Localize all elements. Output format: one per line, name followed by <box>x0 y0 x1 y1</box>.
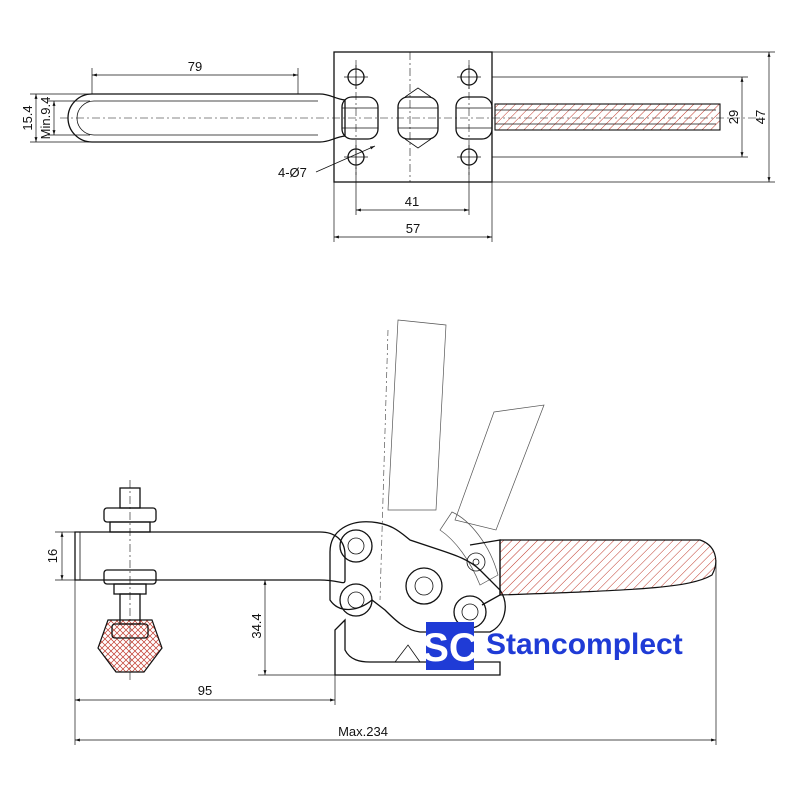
dim-reach: 95 <box>198 683 212 698</box>
dim-height: 34.4 <box>249 613 264 638</box>
brand-watermark: SC Stancomplect <box>422 622 683 670</box>
top-handle-outline <box>67 93 346 143</box>
dim-handle-length: 79 <box>188 59 202 74</box>
dim-holes: 4-Ø7 <box>278 165 307 180</box>
top-mounting-holes <box>344 65 481 169</box>
pivot-pins <box>339 529 487 629</box>
top-grip <box>494 103 721 131</box>
ghost-open-handle <box>379 319 545 601</box>
brand-logo <box>426 622 474 670</box>
top-pivot-links <box>341 52 493 182</box>
dim-handle-width: 15.4 <box>20 105 35 130</box>
brand-logo-letters: SC <box>422 626 478 670</box>
dim-bar-thickness: 16 <box>45 549 60 563</box>
top-base-plate <box>333 51 493 183</box>
clamp-arm <box>74 531 346 584</box>
dim-base-width: 57 <box>406 221 420 236</box>
clamp-spindle <box>97 487 163 673</box>
clamp-grip <box>499 539 717 596</box>
top-view: 79 15.4 Min.9.4 4-Ø7 41 57 29 47 <box>20 51 775 242</box>
dim-hole-spacing: 41 <box>405 194 419 209</box>
clamp-base <box>334 618 501 676</box>
brand-name: Stancomplect <box>486 628 683 661</box>
dim-bar-height: 29 <box>726 110 741 124</box>
dim-base-height: 47 <box>753 110 768 124</box>
dim-min-width: Min.9.4 <box>38 97 53 140</box>
side-view: 16 34.4 95 Max.234 <box>45 319 717 745</box>
dim-max-length: Max.234 <box>338 724 388 739</box>
